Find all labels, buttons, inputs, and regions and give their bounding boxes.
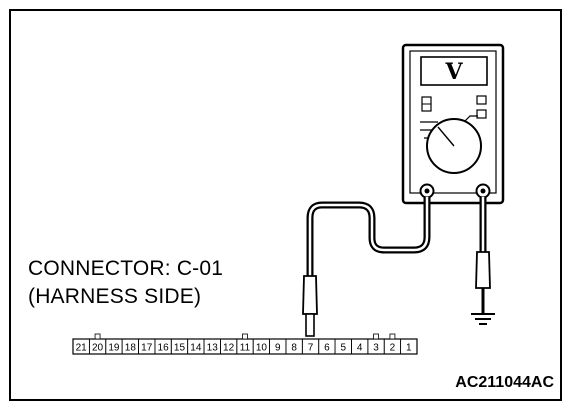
connector-name: CONNECTOR: C-01 — [28, 257, 224, 280]
connector-pin-label-21: 21 — [76, 343, 88, 354]
connector-pin-label-6: 6 — [324, 343, 330, 354]
meter-button-right-bottom — [476, 109, 487, 119]
connector-pin-label-13: 13 — [207, 343, 219, 354]
voltmeter: V — [401, 43, 505, 205]
connector-key-notch — [242, 333, 248, 340]
connector-pin-label-19: 19 — [108, 343, 120, 354]
connector-pin-label-14: 14 — [190, 343, 202, 354]
connector-pin-label-8: 8 — [291, 343, 297, 354]
connector-pin-label-2: 2 — [390, 343, 396, 354]
positive-probe-handle — [302, 275, 318, 315]
connector-pin-label-4: 4 — [357, 343, 363, 354]
connector-pin-label-7: 7 — [308, 343, 314, 354]
connector-pin-label-20: 20 — [92, 343, 104, 354]
negative-probe-handle — [475, 251, 491, 289]
connector-pin-label-17: 17 — [141, 343, 153, 354]
ground-icon — [471, 313, 495, 325]
connector-pin-label-10: 10 — [256, 343, 268, 354]
connector-pin-label-9: 9 — [275, 343, 281, 354]
connector-pin-label-1: 1 — [406, 343, 412, 354]
connector-pin-label-18: 18 — [125, 343, 137, 354]
connector-pin-label-12: 12 — [223, 343, 235, 354]
negative-lead — [471, 197, 495, 325]
positive-lead — [302, 197, 431, 337]
connector-key-notch — [373, 333, 379, 340]
connector-pin-label-15: 15 — [174, 343, 186, 354]
connector-pin-label-5: 5 — [341, 343, 347, 354]
connector-pin-label-11: 11 — [240, 343, 251, 354]
meter-display — [420, 56, 488, 86]
connector-pin-cell-1 — [400, 338, 418, 355]
connector-key-notch — [94, 333, 101, 340]
meter-display-label: V — [444, 59, 463, 85]
connector-pin-label-3: 3 — [373, 343, 379, 354]
connector-side-label: (HARNESS SIDE) — [28, 285, 202, 308]
meter-button-right-top — [476, 95, 487, 105]
figure-id: AC211044AC — [455, 374, 554, 391]
positive-probe-tip — [305, 313, 315, 337]
connector-key-notch — [389, 333, 396, 340]
connector-pin-label-16: 16 — [158, 343, 170, 354]
